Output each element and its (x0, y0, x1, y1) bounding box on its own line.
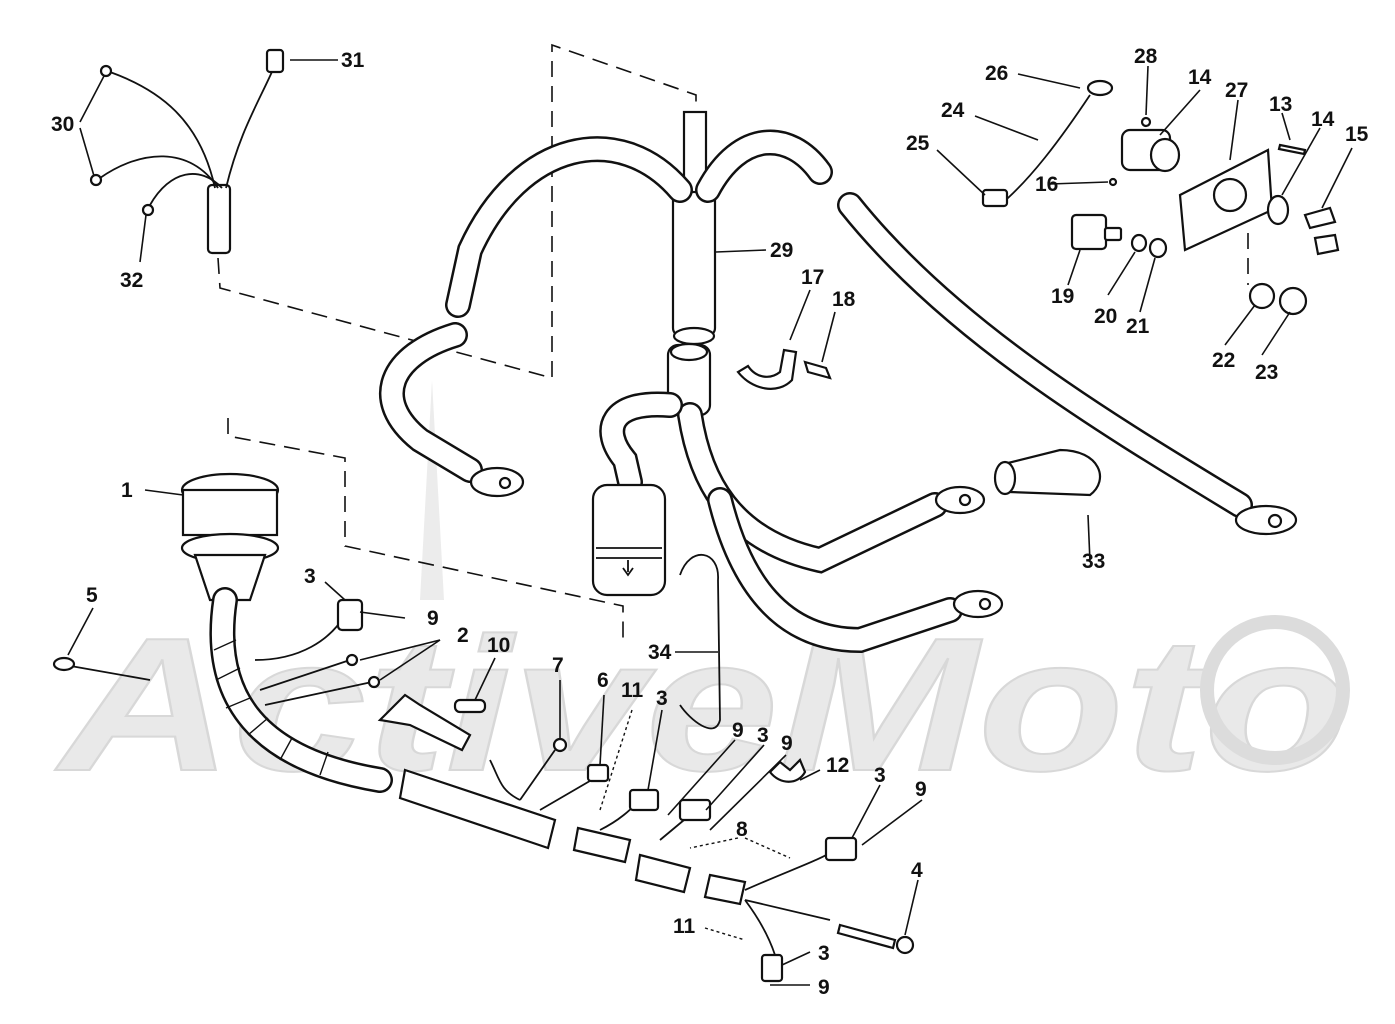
callout-18: 18 (832, 288, 856, 311)
clamp-screw (803, 360, 832, 380)
callout-21: 21 (1126, 315, 1150, 338)
callout-13: 13 (1269, 93, 1292, 116)
cable-clamp (736, 348, 798, 390)
cable-24 (999, 94, 1091, 206)
clamp-assembly (736, 348, 832, 390)
callout-9: 9 (915, 778, 927, 801)
callout-11: 11 (621, 679, 644, 702)
callout-16: 16 (1035, 173, 1058, 196)
callout-17: 17 (801, 266, 824, 289)
watermark: ActiveMoto (54, 380, 1351, 812)
cable-sleeve-29 (671, 186, 717, 338)
cap-22 (1248, 282, 1276, 310)
callout-28: 28 (1134, 45, 1158, 68)
callout-3: 3 (757, 724, 769, 747)
callout-7: 7 (552, 654, 564, 677)
callout-1: 1 (121, 479, 133, 502)
callout-11: 11 (673, 915, 696, 938)
callout-34: 34 (648, 641, 672, 664)
clip-12 (768, 758, 807, 783)
callout-3: 3 (656, 687, 668, 710)
callout-22: 22 (1212, 349, 1235, 372)
callout-12: 12 (826, 754, 849, 777)
dashed-line-b (227, 418, 624, 640)
callout-26: 26 (985, 62, 1008, 85)
cable-assembly (379, 110, 1298, 654)
sleeve-segment-d (703, 873, 747, 906)
callout-24: 24 (941, 99, 965, 122)
upper-left-harness (89, 48, 285, 255)
callout-25: 25 (906, 132, 930, 155)
callout-29: 29 (770, 239, 793, 262)
callout-23: 23 (1255, 361, 1278, 384)
sleeve-end (672, 326, 716, 346)
callout-15: 15 (1345, 123, 1369, 146)
callout-4: 4 (911, 859, 923, 882)
sleeve-segment-c (634, 853, 692, 894)
callout-3: 3 (304, 565, 316, 588)
nut-14 (1266, 194, 1290, 226)
lower-harness (52, 472, 915, 983)
callout-6: 6 (597, 669, 609, 692)
boot-33 (998, 448, 1101, 497)
dashed-line-a (217, 43, 697, 380)
callout-32: 32 (120, 269, 143, 292)
callout-3: 3 (874, 764, 886, 787)
watermark-text: ActiveMoto (55, 599, 1350, 811)
leader-lines (67, 59, 1353, 986)
callout-33: 33 (1082, 550, 1105, 573)
switch-panel-group (981, 79, 1340, 316)
callout-10: 10 (487, 634, 510, 657)
callout-19: 19 (1051, 285, 1074, 308)
fuse (453, 698, 487, 714)
callout-30: 30 (51, 113, 74, 136)
callout-3: 3 (818, 942, 830, 965)
sleeve-segment-a (398, 768, 557, 850)
cap-23 (1278, 286, 1308, 316)
callout-5: 5 (86, 584, 98, 607)
callout-20: 20 (1094, 305, 1117, 328)
wire-34 (679, 554, 721, 730)
callout-labels: 1 2 3 3 3 3 3 4 5 6 7 8 9 9 9 9 9 10 11 … (51, 45, 1369, 999)
terminal-boot (993, 448, 1101, 497)
callout-14: 14 (1311, 108, 1335, 131)
callout-2: 2 (457, 624, 469, 647)
solenoid-body (591, 483, 667, 597)
arrow-down-icon (622, 560, 634, 577)
alignment-lines (217, 43, 1249, 640)
callout-9: 9 (427, 607, 439, 630)
harness-sleeve (206, 183, 232, 255)
callout-8: 8 (736, 818, 748, 841)
fuse-holder (377, 693, 472, 752)
callout-9: 9 (732, 719, 744, 742)
keys-15 (1303, 206, 1337, 230)
callout-14: 14 (1188, 66, 1212, 89)
callout-31: 31 (341, 49, 365, 72)
watermark-wheel (1200, 615, 1350, 765)
sleeve-segment-b (572, 826, 632, 864)
toggle-switch-19 (1070, 213, 1108, 251)
callout-9: 9 (818, 976, 830, 999)
sleeve-top-stub (682, 110, 708, 194)
callout-27: 27 (1225, 79, 1248, 102)
watermark-spire (420, 380, 444, 600)
callout-9: 9 (781, 732, 793, 755)
